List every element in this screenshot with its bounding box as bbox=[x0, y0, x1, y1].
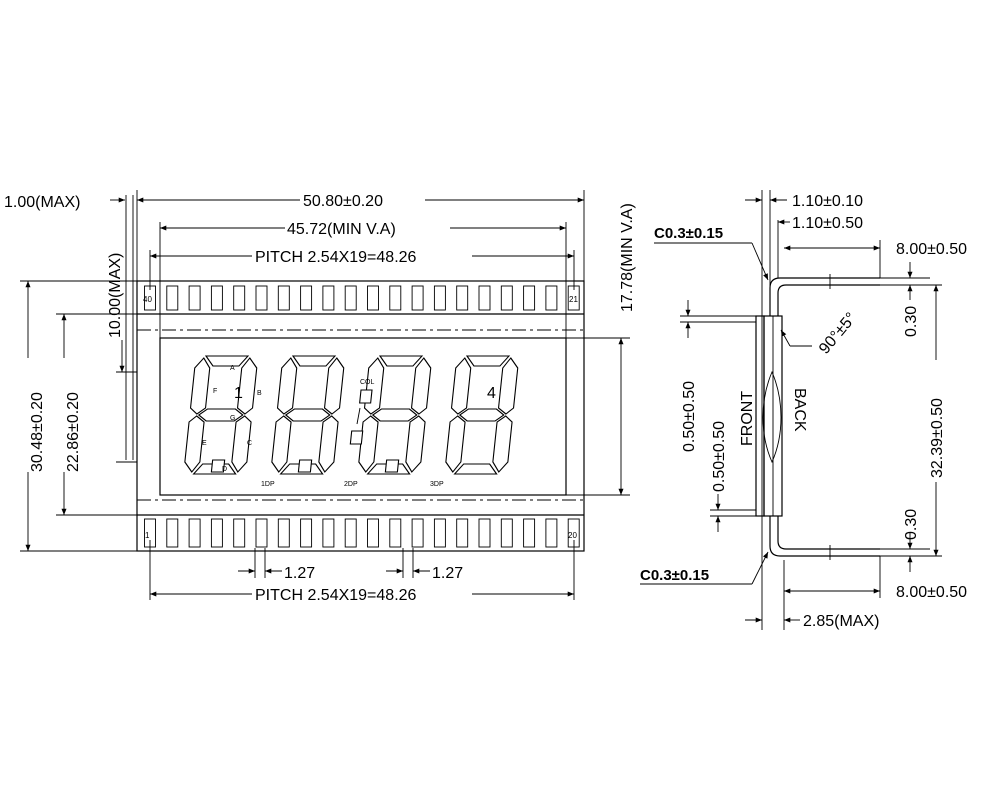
pin-label-20: 20 bbox=[568, 531, 577, 540]
dim-offset-lower: 0.50±0.50 bbox=[711, 421, 728, 492]
bottom-pin bbox=[300, 518, 313, 548]
dim-pin-offset-right: 1.27 bbox=[432, 565, 463, 582]
digit-2 bbox=[270, 355, 346, 475]
pin-label-21: 21 bbox=[569, 295, 578, 304]
bottom-pin bbox=[478, 518, 491, 548]
segment-label-a: A bbox=[230, 365, 235, 372]
bottom-pin bbox=[500, 518, 513, 548]
dim-view-area-width: 45.72(MIN V.A) bbox=[287, 221, 396, 238]
top-pin bbox=[210, 285, 223, 311]
dim-span: 32.39±0.50 bbox=[929, 398, 946, 478]
lead-top bbox=[769, 277, 880, 316]
bottom-pin bbox=[210, 518, 223, 548]
bottom-pins bbox=[144, 518, 580, 548]
top-pin bbox=[166, 285, 179, 311]
dp-label-1: 1DP bbox=[261, 481, 275, 488]
bottom-pin bbox=[523, 518, 536, 548]
bottom-pin bbox=[233, 518, 246, 548]
bottom-pin bbox=[277, 518, 290, 548]
dim-pin-length: 10.00(MAX) bbox=[107, 253, 124, 338]
colon-label: COL bbox=[360, 379, 375, 386]
chamfer-top: C0.3±0.15 bbox=[654, 225, 723, 242]
lcd-outline bbox=[136, 280, 585, 552]
bottom-pin bbox=[456, 518, 469, 548]
dp-label-2: 2DP bbox=[344, 481, 358, 488]
dim-glass-thickness: 1.10±0.10 bbox=[792, 193, 863, 210]
segment-label-d: D bbox=[222, 466, 227, 473]
dim-view-area-height: 17.78(MIN V.A) bbox=[619, 203, 636, 312]
dim-overall-height: 30.48±0.20 bbox=[29, 392, 46, 472]
top-pin bbox=[344, 285, 357, 311]
top-pin bbox=[389, 285, 402, 311]
dim-pin-offset-left: 1.27 bbox=[284, 565, 315, 582]
bottom-pin bbox=[322, 518, 335, 548]
colon-upper bbox=[359, 389, 373, 404]
segment-label-b: B bbox=[257, 390, 262, 397]
pin-label-40: 40 bbox=[143, 295, 152, 304]
dim-total-thickness: 2.85(MAX) bbox=[803, 613, 879, 630]
bottom-pin bbox=[255, 518, 268, 548]
dim-lead-length-bottom: 8.00±0.50 bbox=[896, 584, 967, 601]
view-area bbox=[159, 337, 567, 496]
digit-label-1: 1 bbox=[234, 385, 243, 402]
decimal-point-1 bbox=[210, 459, 226, 473]
dim-offset-upper: 0.50±0.50 bbox=[681, 381, 698, 452]
top-pin bbox=[188, 285, 201, 311]
dim-pin-offset: 1.10±0.50 bbox=[792, 215, 863, 232]
dim-pitch-top: PITCH 2.54X19=48.26 bbox=[255, 249, 417, 266]
top-pin bbox=[545, 285, 558, 311]
segment-label-g: G bbox=[230, 415, 235, 422]
bottom-pin bbox=[545, 518, 558, 548]
dp-label-3: 3DP bbox=[430, 481, 444, 488]
lead-bottom bbox=[769, 516, 880, 557]
front-view: 40 21 1 20 A B C D E F G 1 4 COL 1DP 2DP… bbox=[4, 190, 636, 604]
dim-lead-top: 0.30 bbox=[903, 306, 920, 337]
dim-angle: 90°±5° bbox=[816, 310, 860, 358]
seal-outline bbox=[762, 370, 782, 464]
chamfer-bottom: C0.3±0.15 bbox=[640, 567, 709, 584]
top-pin bbox=[478, 285, 491, 311]
decimal-point-2 bbox=[297, 459, 313, 473]
colon-lower bbox=[349, 430, 364, 445]
dim-pitch-bottom: PITCH 2.54X19=48.26 bbox=[255, 587, 417, 604]
digit-1 bbox=[183, 355, 259, 475]
digit-label-4: 4 bbox=[487, 385, 496, 402]
bottom-pin bbox=[433, 518, 446, 548]
top-pin bbox=[523, 285, 536, 311]
bottom-pin bbox=[344, 518, 357, 548]
top-pin bbox=[456, 285, 469, 311]
top-pin bbox=[277, 285, 290, 311]
label-back: BACK bbox=[791, 388, 808, 432]
top-pin bbox=[322, 285, 335, 311]
top-pin bbox=[411, 285, 424, 311]
bottom-pin bbox=[188, 518, 201, 548]
top-pin bbox=[233, 285, 246, 311]
dim-lead-length-top: 8.00±0.50 bbox=[896, 241, 967, 258]
dim-overall-width: 50.80±0.20 bbox=[303, 193, 383, 210]
top-pin bbox=[255, 285, 268, 311]
segment-label-e: E bbox=[202, 440, 207, 447]
side-view: 1.10±0.10 1.10±0.50 8.00±0.50 C0.3±0.15 … bbox=[640, 190, 967, 630]
segment-label-c: C bbox=[247, 440, 252, 447]
dim-max-thickness: 1.00(MAX) bbox=[4, 194, 80, 211]
segment-label-f: F bbox=[213, 388, 217, 395]
bottom-pin bbox=[166, 518, 179, 548]
digit-4 bbox=[444, 355, 520, 475]
dim-inner-height: 22.86±0.20 bbox=[65, 392, 82, 472]
top-pin bbox=[500, 285, 513, 311]
pin-label-1: 1 bbox=[145, 531, 150, 540]
top-pin bbox=[300, 285, 313, 311]
top-pins bbox=[144, 285, 580, 311]
label-front: FRONT bbox=[739, 391, 756, 446]
bottom-pin bbox=[411, 518, 424, 548]
digit-3 bbox=[357, 355, 433, 475]
top-pin bbox=[367, 285, 379, 311]
top-pin bbox=[433, 285, 446, 311]
decimal-point-3 bbox=[384, 459, 400, 473]
bottom-pin bbox=[367, 518, 379, 548]
dim-lead-bottom: 0.30 bbox=[903, 509, 920, 540]
bottom-pin bbox=[389, 518, 402, 548]
